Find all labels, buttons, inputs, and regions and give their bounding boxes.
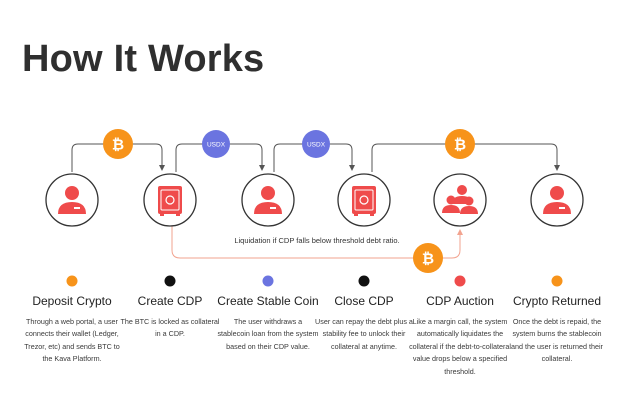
step-desc-create-cdp: The BTC is locked as collateral in a CDP… — [120, 317, 220, 339]
btc-coin-icon: ₿ — [103, 129, 133, 159]
step-desc-crypto-returned: Once the debt is repaid, the system burn… — [511, 317, 603, 364]
vault-icon — [158, 186, 182, 216]
usdx-token: USDX — [202, 130, 230, 158]
liquidation-label: Liquidation if CDP falls below threshold… — [222, 236, 412, 245]
group-icon — [442, 185, 478, 214]
legend-dot-create-stable-coin — [262, 275, 274, 287]
btc-coin-icon: ₿ — [445, 129, 475, 159]
node-create-stable-coin — [241, 173, 295, 227]
step-desc-create-stable-coin: The user withdraws a stablecoin loan fro… — [217, 317, 319, 351]
node-deposit-crypto — [45, 173, 99, 227]
step-desc-close-cdp: User can repay the debt plus a stability… — [315, 317, 413, 351]
step-title-create-cdp: Create CDP — [137, 294, 203, 308]
step-title-create-stable-coin: Create Stable Coin — [217, 294, 319, 308]
svg-text:₿: ₿ — [112, 136, 124, 154]
legend-dot-crypto-returned — [551, 275, 563, 287]
user-icon — [543, 186, 571, 214]
step-title-close-cdp: Close CDP — [334, 294, 394, 308]
step-title-deposit-crypto: Deposit Crypto — [32, 294, 112, 308]
node-close-cdp — [337, 173, 391, 227]
vault-icon — [352, 186, 376, 216]
legend-dot-cdp-auction — [454, 275, 466, 287]
usdx-token: USDX — [302, 130, 330, 158]
node-crypto-returned — [530, 173, 584, 227]
svg-text:₿: ₿ — [422, 250, 434, 268]
svg-text:USDX: USDX — [207, 142, 226, 149]
legend-dot-create-cdp — [164, 275, 176, 287]
node-cdp-auction — [433, 173, 487, 227]
user-icon — [254, 186, 282, 214]
svg-text:₿: ₿ — [454, 136, 466, 154]
svg-text:USDX: USDX — [307, 142, 326, 149]
step-desc-deposit-crypto: Through a web portal, a user connects th… — [24, 317, 120, 364]
node-create-cdp — [143, 173, 197, 227]
step-title-crypto-returned: Crypto Returned — [512, 294, 602, 308]
legend-dot-deposit-crypto — [66, 275, 78, 287]
page-title: How It Works — [22, 38, 265, 80]
step-desc-cdp-auction: Like a margin call, the system automatic… — [409, 317, 511, 376]
legend-dot-close-cdp — [358, 275, 370, 287]
liquidation-arrow — [171, 226, 463, 259]
step-title-cdp-auction: CDP Auction — [426, 294, 494, 308]
user-icon — [58, 186, 86, 214]
btc-coin-icon: ₿ — [413, 243, 443, 273]
